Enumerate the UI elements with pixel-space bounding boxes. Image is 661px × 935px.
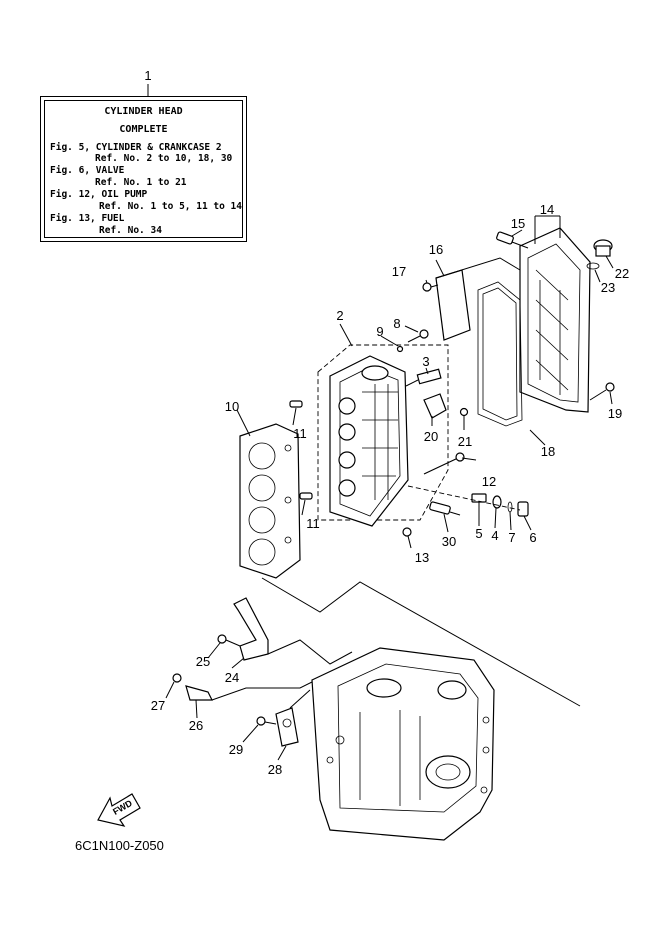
callout-29: 29 [229, 742, 243, 757]
reference-box-inner-border [44, 100, 243, 238]
callout-2: 2 [336, 308, 343, 323]
callout-9: 9 [376, 324, 383, 339]
drawing-code: 6C1N100-Z050 [75, 838, 164, 853]
cylinder-head-cover [519, 215, 591, 413]
bolt-13 [402, 527, 412, 537]
reference-line-fig12: Fig. 12, OIL PUMP [50, 189, 148, 200]
callout-5: 5 [475, 526, 482, 541]
callout-27: 27 [151, 698, 165, 713]
plate-28 [256, 707, 299, 747]
breather-cover [422, 269, 471, 341]
callout-13: 13 [415, 550, 429, 565]
dowel-pin-lower [299, 492, 313, 500]
callout-15: 15 [511, 216, 525, 231]
reference-title-line-1: CYLINDER HEAD [104, 106, 183, 117]
bolt-15 [496, 231, 529, 249]
bolt-8 [407, 329, 429, 343]
reference-line-fig6-refs: Ref. No. 1 to 21 [95, 177, 187, 188]
reference-title-line-2: COMPLETE [119, 124, 168, 135]
cover-gasket [477, 281, 523, 427]
reference-box: CYLINDER HEAD COMPLETE Fig. 5, CYLINDER … [40, 96, 247, 242]
callout-21: 21 [458, 434, 472, 449]
clamp-26 [172, 673, 213, 701]
callout-24: 24 [225, 670, 239, 685]
bolt-19 [589, 382, 615, 401]
callout-28: 28 [268, 762, 282, 777]
cylinder-block [311, 647, 495, 841]
spark-plug [429, 501, 461, 516]
forward-direction-arrow-icon: FWD [97, 793, 141, 827]
part-4 [492, 495, 502, 509]
bolt-12 [423, 452, 465, 475]
cylinder-head [317, 344, 449, 527]
callout-14: 14 [540, 202, 554, 217]
callout-17: 17 [392, 264, 406, 279]
callout-10: 10 [225, 399, 239, 414]
callout-16: 16 [429, 242, 443, 257]
callout-11-upper: 11 [293, 426, 307, 441]
callout-20: 20 [424, 429, 438, 444]
oil-filler-cap [586, 239, 613, 270]
callout-23: 23 [601, 280, 615, 295]
callout-26: 26 [189, 718, 203, 733]
callout-19: 19 [608, 406, 622, 421]
part-7 [507, 501, 513, 513]
dowel-pin-upper [289, 400, 303, 408]
leader-lines [165, 229, 614, 761]
reference-line-fig5: Fig. 5, CYLINDER & CRANKCASE 2 [50, 142, 222, 153]
reference-line-fig12-refs: Ref. No. 1 to 5, 11 to 14 [99, 201, 242, 212]
callout-4: 4 [491, 528, 498, 543]
callout-6: 6 [529, 530, 536, 545]
callout-30: 30 [442, 534, 456, 549]
reference-line-fig13-refs: Ref. No. 34 [99, 225, 162, 236]
callout-25: 25 [196, 654, 210, 669]
callout-22: 22 [615, 266, 629, 281]
reference-line-fig5-refs: Ref. No. 2 to 10, 18, 30 [95, 153, 233, 164]
cover-20 [423, 393, 469, 419]
reference-line-fig13: Fig. 13, FUEL [50, 213, 125, 224]
reference-line-fig6: Fig. 6, VALVE [50, 165, 125, 176]
callout-8: 8 [393, 316, 400, 331]
callout-11-lower: 11 [306, 516, 320, 531]
bracket-24 [217, 597, 269, 661]
part-3 [405, 368, 442, 387]
callout-18: 18 [541, 444, 555, 459]
callout-3: 3 [422, 354, 429, 369]
callout-12: 12 [482, 474, 496, 489]
washer-9 [396, 345, 404, 353]
callout-1: 1 [144, 68, 151, 83]
callout-7: 7 [508, 530, 515, 545]
part-6 [517, 501, 529, 517]
head-gasket [239, 423, 301, 579]
